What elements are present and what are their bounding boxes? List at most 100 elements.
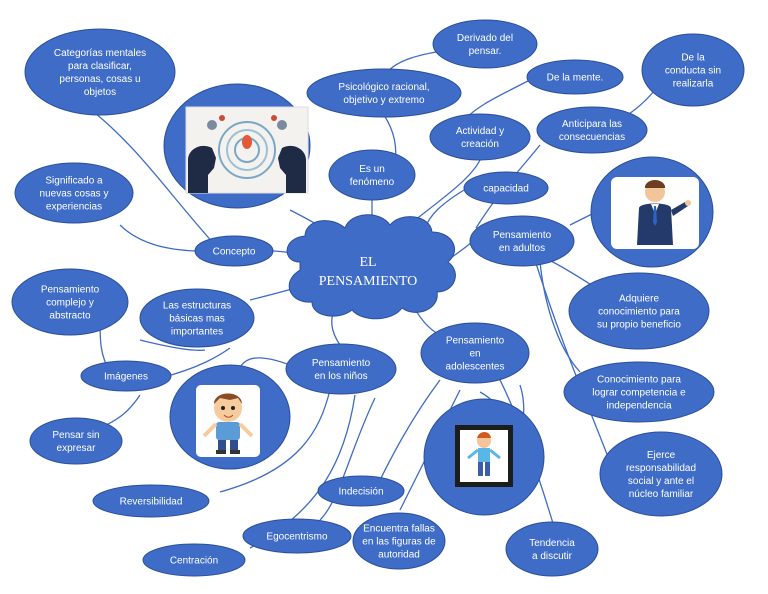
node-label: objetos	[84, 87, 116, 98]
node-label: Psicológico racional,	[338, 82, 429, 93]
node-shape	[505, 521, 599, 577]
node-label: Pensar sin	[52, 430, 99, 441]
node-label: Derivado del	[457, 33, 513, 44]
node-reversibilidad[interactable]: Reversibilidad	[92, 484, 210, 518]
node-shape	[142, 543, 246, 577]
node-label: Pensamiento	[41, 285, 100, 296]
node-significado[interactable]: Significado a nuevas cosas y experiencias	[14, 162, 134, 224]
node-es-un[interactable]: Es un fenómeno	[328, 149, 416, 201]
node-label: Significado a	[45, 176, 103, 187]
node-label: Pensamiento	[446, 336, 505, 347]
node-ninos[interactable]: Pensamiento en los niños	[285, 343, 397, 395]
node-label: Ejerce	[647, 450, 676, 461]
nodes: Categorías mentales para clasificar, perso…	[11, 19, 745, 577]
node-label: Conocimiento para	[597, 375, 681, 386]
node-label: Encuentra fallas	[363, 524, 435, 535]
node-derivado[interactable]: Derivado del pensar.	[432, 19, 538, 69]
node-shape	[80, 360, 172, 392]
node-shape	[563, 361, 715, 423]
node-label: importantes	[171, 327, 223, 338]
node-conducta[interactable]: De la conducta sin realizarla	[641, 33, 745, 107]
node-label: para clasificar,	[68, 61, 132, 72]
node-shape	[429, 113, 531, 161]
node-label: personas, cosas u	[59, 74, 140, 85]
central-title-line1: EL	[359, 255, 376, 270]
node-label: abstracto	[49, 311, 91, 322]
node-label: Las estructuras	[163, 301, 231, 312]
node-label: pensar.	[469, 46, 502, 57]
node-label: De la	[681, 53, 705, 64]
node-label: Pensamiento	[312, 358, 371, 369]
node-shape	[536, 106, 648, 154]
node-pensar-sin[interactable]: Pensar sin expresar	[29, 417, 123, 465]
node-shape	[194, 235, 274, 267]
node-label: De la mente.	[547, 73, 604, 84]
node-shape	[352, 512, 446, 570]
node-shape	[14, 162, 134, 224]
node-complejo[interactable]: Pensamiento complejo y abstracto	[11, 268, 129, 336]
node-label: Indecisión	[338, 487, 383, 498]
node-label: realizarla	[673, 79, 714, 90]
node-estructuras[interactable]: Las estructuras básicas mas importantes	[139, 288, 255, 348]
node-centracion[interactable]: Centración	[142, 543, 246, 577]
node-label: complejo y	[46, 298, 94, 309]
node-de-la-mente[interactable]: De la mente.	[526, 59, 624, 95]
node-label: Categorías mentales	[54, 48, 146, 59]
node-label: conducta sin	[665, 66, 721, 77]
node-concepto[interactable]: Concepto	[194, 235, 274, 267]
node-shape	[469, 215, 575, 267]
node-label: Concepto	[213, 247, 256, 258]
node-label: Pensamiento	[493, 230, 552, 241]
node-shape	[11, 268, 129, 336]
node-adultos[interactable]: Pensamiento en adultos	[469, 215, 575, 267]
node-label: independencia	[606, 401, 671, 412]
teen-frame-image	[423, 398, 545, 516]
node-label: Actividad y	[456, 126, 504, 137]
node-egocentrismo[interactable]: Egocentrismo	[242, 518, 352, 554]
node-label: Es un	[359, 164, 385, 175]
node-label: Reversibilidad	[120, 497, 183, 508]
node-ejerce[interactable]: Ejerce responsabilidad social y ante el núc…	[599, 431, 723, 517]
node-shape	[285, 343, 397, 395]
node-label: básicas mas	[169, 314, 225, 325]
node-actividad[interactable]: Actividad y creación	[429, 113, 531, 161]
node-shape	[139, 288, 255, 348]
node-categorias[interactable]: Categorías mentales para clasificar, perso…	[24, 28, 176, 116]
node-shape	[420, 322, 530, 384]
node-indecision[interactable]: Indecisión	[317, 475, 405, 507]
node-psicologico[interactable]: Psicológico racional,objetivo y extremo	[306, 68, 462, 118]
node-label: nuevas cosas y	[40, 189, 109, 200]
node-label: Imágenes	[104, 372, 148, 383]
businessman-image	[590, 156, 714, 268]
node-label: creación	[461, 139, 499, 150]
node-label: social y ante el	[628, 476, 694, 487]
node-label: en adultos	[499, 243, 545, 254]
central-cloud[interactable]: EL PENSAMIENTO	[286, 214, 456, 320]
node-capacidad[interactable]: capacidad	[463, 171, 549, 205]
node-label: su propio beneficio	[597, 320, 681, 331]
node-shape	[432, 19, 538, 69]
node-label: Anticipara las	[562, 119, 622, 130]
node-imagenes[interactable]: Imágenes	[80, 360, 172, 392]
node-label: a discutir	[532, 551, 573, 562]
node-label: Adquiere	[619, 294, 659, 305]
node-label: experiencias	[46, 202, 102, 213]
node-adolescentes[interactable]: Pensamiento en adolescentes	[420, 322, 530, 384]
node-shape	[306, 68, 462, 118]
node-shape	[317, 475, 405, 507]
node-label: adolescentes	[446, 362, 505, 373]
node-label: en	[469, 349, 480, 360]
node-label: en los niños	[314, 371, 367, 382]
boy-image	[169, 364, 291, 470]
node-label: expresar	[57, 443, 97, 454]
node-label: responsabilidad	[626, 463, 696, 474]
node-label: fenómeno	[350, 177, 395, 188]
central-title-line2: PENSAMIENTO	[319, 274, 418, 289]
node-label: núcleo familiar	[629, 489, 694, 500]
